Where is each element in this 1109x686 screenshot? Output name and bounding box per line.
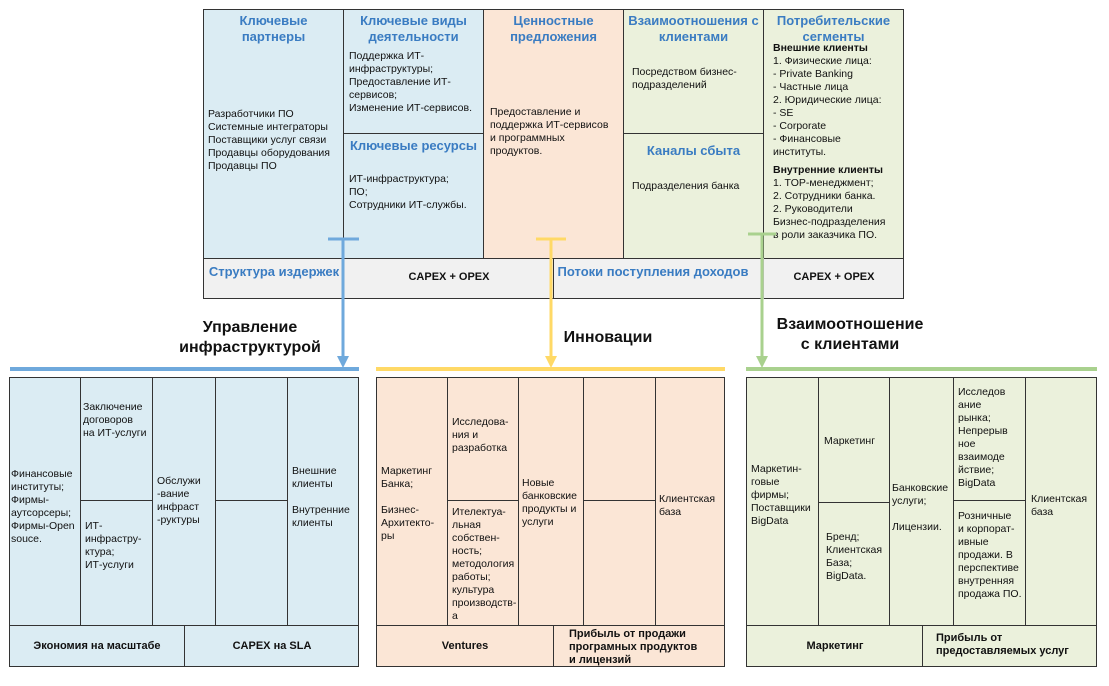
yellow-arrow-head xyxy=(545,356,557,368)
value-propositions-cell xyxy=(483,9,624,259)
rel-activities-text: Маркетинг xyxy=(824,435,876,447)
cost-structure-value: CAPEX + OPEX xyxy=(408,271,490,283)
key-activities-cell xyxy=(343,9,484,134)
relationship-panel xyxy=(746,377,1097,667)
innov-activities-text: Исследова- ния и разработка xyxy=(452,416,509,454)
rel-value-text: Банковские услуги; Лицензии. xyxy=(892,482,949,533)
channels-text: Подразделения банка xyxy=(632,180,740,192)
value-propositions-title: Ценностные предложения xyxy=(510,13,597,44)
infra-segments-text: Внешние клиенты Внутренние клиенты xyxy=(292,465,350,529)
infra-footer-left: Экономия на масштабе xyxy=(33,640,161,652)
external-clients-title: Внешние клиенты xyxy=(773,42,868,54)
innov-value-text: Новые банковские продукты и услуги xyxy=(522,477,577,528)
rel-channels-text: Розничные и корпорат- ивные продажи. В п… xyxy=(958,510,1022,600)
infrastructure-section-title: Управление инфраструктурой xyxy=(179,319,321,356)
rel-footer-left: Маркетинг xyxy=(806,640,864,652)
cost-structure-cell xyxy=(203,258,554,299)
rel-partners-text: Маркетин- говые фирмы; Поставщики BigDat… xyxy=(751,463,811,527)
innovation-section-title: Инновации xyxy=(563,329,653,346)
key-activities-title: Ключевые виды деятельности xyxy=(360,13,467,44)
revenue-streams-value: CAPEX + OPEX xyxy=(793,271,875,283)
customer-relationships-text: Посредством бизнес- подразделений xyxy=(632,66,737,91)
innov-resources-text: Ителектуа- льная собствен- ность; методо… xyxy=(452,506,517,622)
infra-resources-text: ИТ- инфрастру- ктура; ИТ-услуги xyxy=(85,520,142,571)
rel-segments-text: Клиентская база xyxy=(1031,493,1088,518)
key-resources-text: ИТ-инфраструктура; ПО; Сотрудники ИТ-слу… xyxy=(349,173,467,211)
key-partners-cell xyxy=(203,9,344,259)
innov-partners-text: Маркетинг Банка; Бизнес- Архитекто- ры xyxy=(381,465,435,542)
innov-footer-left: Ventures xyxy=(441,640,489,652)
channels-cell xyxy=(623,133,764,259)
green-arrow-head xyxy=(756,356,768,368)
customer-segments-title: Потребительские сегменты xyxy=(776,13,891,44)
infra-footer-right: CAPEX на SLA xyxy=(232,640,312,652)
channels-title: Каналы сбыта xyxy=(646,143,741,158)
customer-relationships-title: Взаимоотношения с клиентами xyxy=(628,13,759,44)
key-partners-title: Ключевые партнеры xyxy=(239,13,308,44)
innov-segments-text: Клиентская база xyxy=(659,493,716,518)
rel-resources-text: Бренд; Клиентская База; BigData. xyxy=(826,531,883,582)
relationship-section-title: Взаимоотношение с клиентами xyxy=(776,316,924,353)
innovation-panel xyxy=(376,377,725,667)
infra-partners-text: Финансовые институты; Фирмы- аутсорсеры;… xyxy=(11,468,75,545)
external-clients-text: 1. Физические лица: - Private Banking - … xyxy=(773,55,882,158)
internal-clients-title: Внутренние клиенты xyxy=(773,164,883,176)
internal-clients-text: 1. TOP-менеджмент; 2. Сотрудники банка. … xyxy=(773,177,886,241)
key-resources-title: Ключевые ресурсы xyxy=(349,138,478,153)
value-propositions-text: Предоставление и поддержка ИТ-сервисов и… xyxy=(490,106,609,157)
key-partners-text: Разработчики ПО Системные интеграторы По… xyxy=(208,108,330,172)
rel-footer-right: Прибыль от предоставляемых услуг xyxy=(936,632,1069,657)
infra-value-text: Обслужи -вание инфраст -руктуры xyxy=(157,475,201,526)
customer-relationships-cell xyxy=(623,9,764,134)
customer-segments-cell xyxy=(763,9,904,259)
infra-activities-text: Заключение договоров на ИТ-услуги xyxy=(83,401,147,439)
key-activities-text: Поддержка ИТ- инфраструктуры; Предоставл… xyxy=(349,50,473,114)
cost-structure-title: Структура издержек xyxy=(208,264,340,279)
innov-footer-right: Прибыль от продажи програмных продуктов … xyxy=(569,628,698,666)
rel-relations-text: Исследов ание рынка; Непрерыв ное взаимо… xyxy=(958,386,1008,489)
revenue-streams-cell xyxy=(553,258,904,299)
revenue-streams-title: Потоки поступления доходов xyxy=(557,264,749,279)
